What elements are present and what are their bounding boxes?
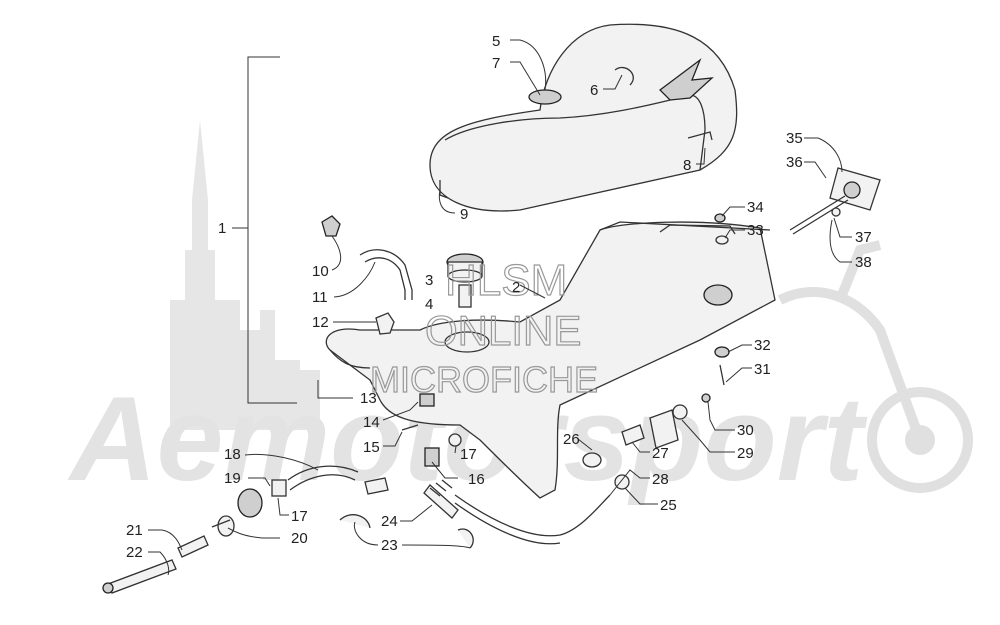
seat xyxy=(429,23,738,212)
callout-7: 7 xyxy=(492,55,500,72)
callout-34: 34 xyxy=(747,199,764,216)
callout-23: 23 xyxy=(381,537,398,554)
callout-20: 20 xyxy=(291,530,308,547)
callout-1: 1 xyxy=(218,220,226,237)
callout-15: 15 xyxy=(363,439,380,456)
callout-5: 5 xyxy=(492,33,500,50)
callout-38: 38 xyxy=(855,254,872,271)
callout-32: 32 xyxy=(754,337,771,354)
callout-24: 24 xyxy=(381,513,398,530)
callout-35: 35 xyxy=(786,130,803,147)
watermark-line1: HLSM xyxy=(445,256,567,305)
choke-cable xyxy=(339,479,611,549)
callout-29: 29 xyxy=(737,445,754,462)
callout-33: 33 xyxy=(747,222,764,239)
assembly-bracket xyxy=(232,56,297,404)
callout-3: 3 xyxy=(425,272,433,289)
vent-hose xyxy=(321,215,413,335)
watermark-line3: MICROFICHE xyxy=(370,359,598,400)
callout-25: 25 xyxy=(660,497,677,514)
callout-27: 27 xyxy=(652,445,669,462)
leader-lines xyxy=(148,39,852,576)
fuel-line xyxy=(102,465,389,594)
callout-31: 31 xyxy=(754,361,771,378)
fuel-gauge-sender xyxy=(789,167,881,235)
watermark-line2: ONLINE xyxy=(425,307,581,354)
watermark-motorcycle xyxy=(777,240,973,493)
callout-10: 10 xyxy=(312,263,329,280)
callout-labels: 1 2 3 4 5 6 7 8 9 10 11 12 13 14 15 16 1… xyxy=(126,33,872,561)
callout-4: 4 xyxy=(425,296,433,313)
callout-13: 13 xyxy=(360,390,377,407)
callout-9: 9 xyxy=(460,206,468,223)
callout-6: 6 xyxy=(590,82,598,99)
petcock xyxy=(401,424,462,467)
callout-16: 16 xyxy=(468,471,485,488)
callout-37: 37 xyxy=(855,229,872,246)
callout-30: 30 xyxy=(737,422,754,439)
seat-logo-icon xyxy=(659,58,714,101)
callout-26: 26 xyxy=(563,431,580,448)
callout-14: 14 xyxy=(363,414,380,431)
callout-28: 28 xyxy=(652,471,669,488)
fuel-tank xyxy=(325,221,776,499)
fuel-cap xyxy=(446,253,484,308)
callout-11: 11 xyxy=(312,289,328,306)
callout-17b: 17 xyxy=(291,508,308,525)
callout-8: 8 xyxy=(683,157,691,174)
callout-21: 21 xyxy=(126,522,143,539)
callout-19: 19 xyxy=(224,470,241,487)
watermark-skyline xyxy=(170,120,320,430)
callout-17a: 17 xyxy=(460,446,477,463)
callout-2: 2 xyxy=(512,279,520,296)
callout-12: 12 xyxy=(312,314,329,331)
callout-36: 36 xyxy=(786,154,803,171)
callout-18: 18 xyxy=(224,446,241,463)
callout-22: 22 xyxy=(126,544,143,561)
